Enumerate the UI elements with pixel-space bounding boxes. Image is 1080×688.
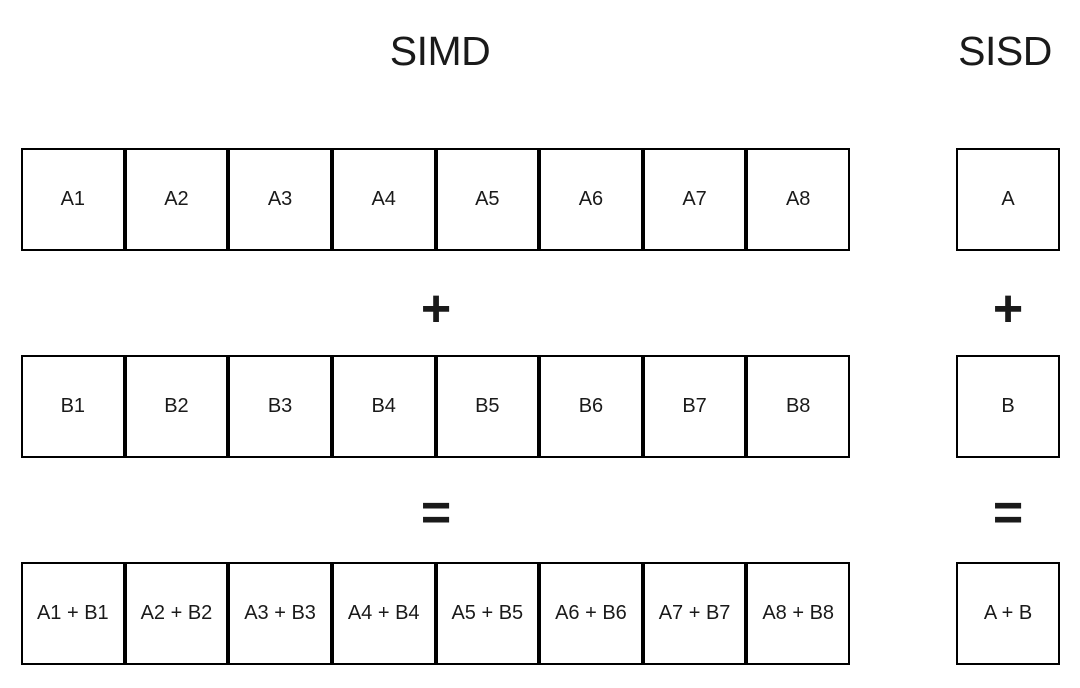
simd-result-cell: A2 + B2 (124, 562, 229, 665)
simd-equals-operator: = (420, 484, 452, 542)
simd-result-cell: A8 + B8 (746, 562, 850, 665)
simd-result-cell: A6 + B6 (539, 562, 643, 665)
simd-result-cell: A4 + B4 (331, 562, 436, 665)
simd-b-cell: B5 (435, 355, 540, 458)
simd-a-cell: A2 (124, 148, 229, 251)
simd-result-cell: A1 + B1 (21, 562, 125, 665)
simd-b-cell: B8 (746, 355, 850, 458)
simd-a-cell: A3 (228, 148, 332, 251)
sisd-equals-operator: = (992, 484, 1024, 542)
sisd-scalar-b: B (956, 355, 1060, 458)
sisd-scalar-result: A + B (956, 562, 1060, 665)
simd-a-cell: A6 (539, 148, 643, 251)
simd-b-cell: B6 (539, 355, 643, 458)
simd-result-cell: A5 + B5 (435, 562, 540, 665)
sisd-plus-operator: + (992, 280, 1024, 338)
simd-b-cell: B1 (21, 355, 125, 458)
simd-vector-a: A1 A2 A3 A4 A5 A6 A7 A8 (21, 148, 850, 251)
simd-plus-operator: + (420, 280, 452, 338)
simd-b-cell: B7 (642, 355, 747, 458)
sisd-scalar-a: A (956, 148, 1060, 251)
simd-title: SIMD (389, 28, 491, 74)
simd-vector-b: B1 B2 B3 B4 B5 B6 B7 B8 (21, 355, 850, 458)
simd-b-cell: B3 (228, 355, 332, 458)
simd-b-cell: B2 (124, 355, 229, 458)
simd-result-cell: A7 + B7 (642, 562, 747, 665)
simd-result-cell: A3 + B3 (228, 562, 332, 665)
simd-a-cell: A4 (331, 148, 436, 251)
simd-a-cell: A7 (642, 148, 747, 251)
simd-b-cell: B4 (331, 355, 436, 458)
simd-a-cell: A1 (21, 148, 125, 251)
simd-vector-result: A1 + B1 A2 + B2 A3 + B3 A4 + B4 A5 + B5 … (21, 562, 850, 665)
sisd-title: SISD (958, 28, 1052, 74)
simd-a-cell: A5 (435, 148, 540, 251)
simd-a-cell: A8 (746, 148, 850, 251)
